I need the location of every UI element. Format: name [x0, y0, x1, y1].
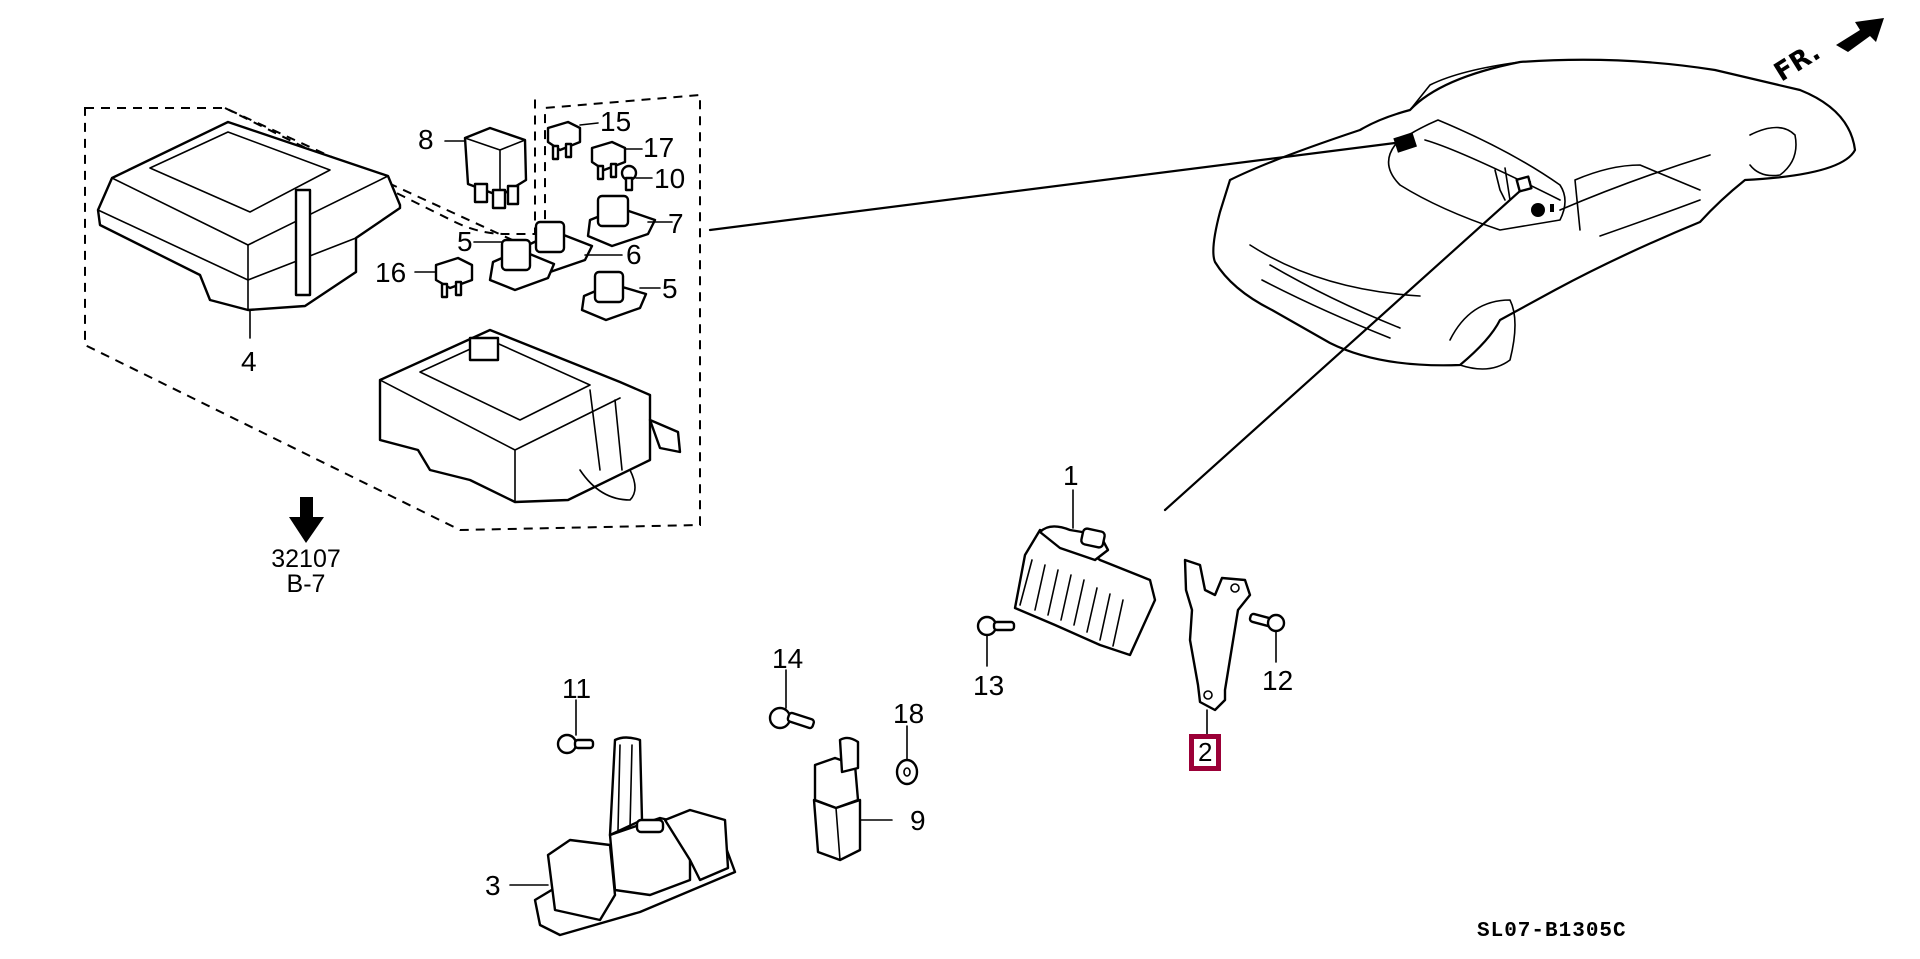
leader-car-to-part1: [1163, 180, 1532, 512]
part-4-fusebox-cover[interactable]: [96, 120, 402, 312]
callout-2-text: 2: [1198, 737, 1213, 767]
part-5b-relay[interactable]: [580, 270, 648, 322]
callout-2-highlighted[interactable]: 2: [1189, 734, 1222, 771]
part-12-bolt[interactable]: [1248, 612, 1286, 633]
part-5a-relay[interactable]: [488, 238, 556, 292]
part-16-fuse[interactable]: [434, 256, 474, 299]
leader-15: [579, 122, 599, 126]
part-10-clip[interactable]: [620, 164, 638, 192]
part-2-bracket[interactable]: [1183, 558, 1252, 712]
callout-7[interactable]: 7: [668, 208, 684, 239]
relay-subgroup-outline: [224, 95, 536, 235]
diagram-code: SL07-B1305C: [1477, 920, 1627, 943]
callout-5a[interactable]: 5: [457, 226, 473, 257]
callout-9[interactable]: 9: [910, 805, 926, 836]
part-8-relay[interactable]: [463, 126, 528, 210]
reference-link[interactable]: 32107 B-7: [266, 547, 346, 597]
callout-18[interactable]: 18: [893, 698, 925, 729]
front-direction-arrow: [1836, 18, 1884, 52]
callout-15[interactable]: 15: [600, 106, 632, 137]
reference-line2: B-7: [286, 570, 326, 598]
reference-arrow[interactable]: [289, 497, 324, 543]
part-17-fuse[interactable]: [590, 140, 627, 181]
part-15-fuse[interactable]: [546, 120, 582, 161]
callout-14[interactable]: 14: [772, 643, 804, 674]
vehicle-outline: [1212, 58, 1857, 370]
callout-17[interactable]: 17: [643, 132, 675, 163]
part-18-washer[interactable]: [895, 758, 919, 786]
part-13-bolt[interactable]: [976, 615, 1016, 637]
part-11-bolt[interactable]: [556, 733, 595, 755]
callout-13[interactable]: 13: [973, 670, 1005, 701]
leader-assembly-to-car: [708, 141, 1397, 232]
callout-10[interactable]: 10: [654, 163, 686, 194]
callout-11[interactable]: 11: [562, 673, 592, 704]
callout-4[interactable]: 4: [241, 346, 257, 377]
part-7-relay[interactable]: [586, 194, 657, 248]
part-14-bolt[interactable]: [768, 706, 816, 730]
callout-3[interactable]: 3: [485, 870, 501, 901]
callout-8[interactable]: 8: [418, 124, 434, 155]
part-3-relay-box[interactable]: [533, 736, 737, 937]
callout-5b[interactable]: 5: [662, 273, 678, 304]
part-9-relay[interactable]: [812, 736, 862, 862]
reference-line1: 32107: [271, 545, 341, 573]
part-1-control-unit[interactable]: [1013, 525, 1157, 657]
callout-1[interactable]: 1: [1063, 460, 1079, 491]
callout-12[interactable]: 12: [1262, 665, 1294, 696]
callout-6[interactable]: 6: [626, 239, 642, 270]
fusebox-body: [378, 328, 682, 504]
callout-16[interactable]: 16: [375, 257, 407, 288]
